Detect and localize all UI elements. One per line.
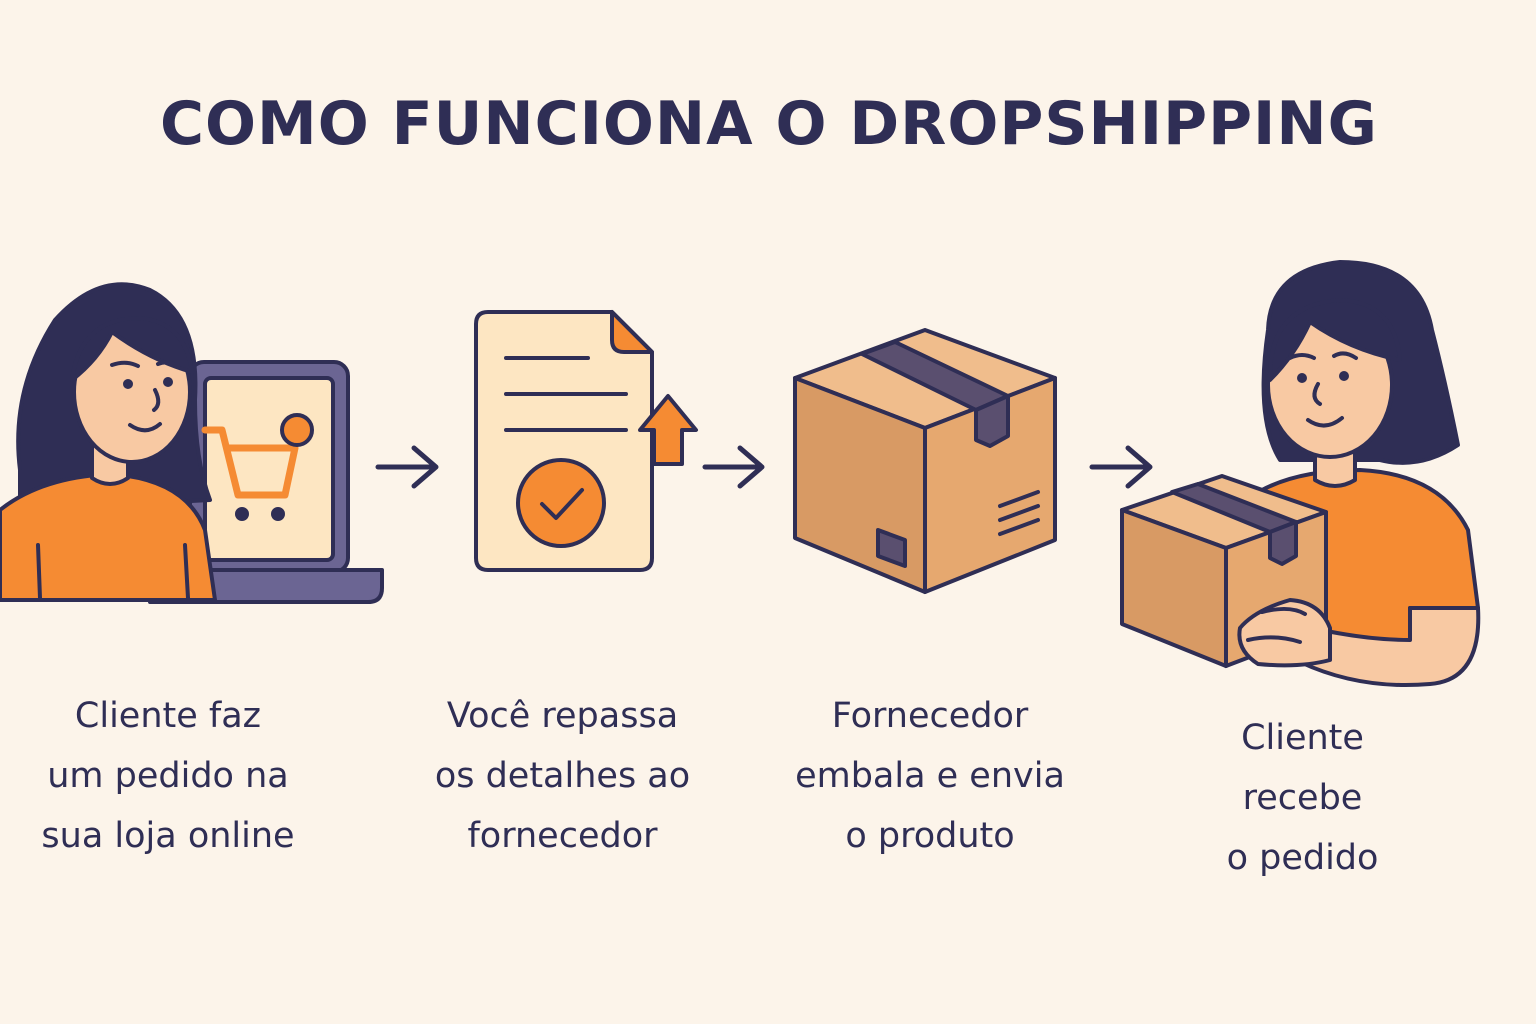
caption-line: sua loja online bbox=[41, 816, 295, 856]
arrow-right-icon bbox=[375, 445, 439, 489]
customer-laptop-cart-icon bbox=[0, 282, 384, 604]
caption-line: Fornecedor bbox=[831, 696, 1029, 736]
caption-line: os detalhes ao bbox=[434, 756, 691, 796]
step-1-caption: Cliente faz um pedido na sua loja online bbox=[8, 686, 328, 866]
caption-line: fornecedor bbox=[467, 816, 658, 856]
customer-holding-box-icon bbox=[1120, 260, 1481, 688]
arrow-right-icon bbox=[702, 445, 765, 489]
arrow-right-icon bbox=[1089, 445, 1153, 489]
step-3-caption: Fornecedor embala e envia o produto bbox=[770, 686, 1090, 866]
step-4-caption: Cliente recebe o pedido bbox=[1165, 708, 1440, 888]
caption-line: embala e envia bbox=[795, 756, 1065, 796]
step-2-caption: Você repassa os detalhes ao fornecedor bbox=[400, 686, 725, 866]
document-check-upload-icon bbox=[474, 310, 698, 572]
page-title: COMO FUNCIONA O DROPSHIPPING bbox=[160, 89, 1378, 159]
caption-line: o produto bbox=[845, 816, 1015, 856]
cardboard-box-icon bbox=[793, 328, 1057, 594]
shopping-cart-icon bbox=[201, 426, 299, 499]
caption-line: um pedido na bbox=[47, 756, 289, 796]
caption-line: o pedido bbox=[1226, 838, 1379, 878]
caption-line: Cliente faz bbox=[74, 696, 262, 736]
caption-line: Você repassa bbox=[446, 696, 679, 736]
caption-line: Cliente bbox=[1241, 718, 1364, 758]
caption-line: recebe bbox=[1242, 778, 1363, 818]
